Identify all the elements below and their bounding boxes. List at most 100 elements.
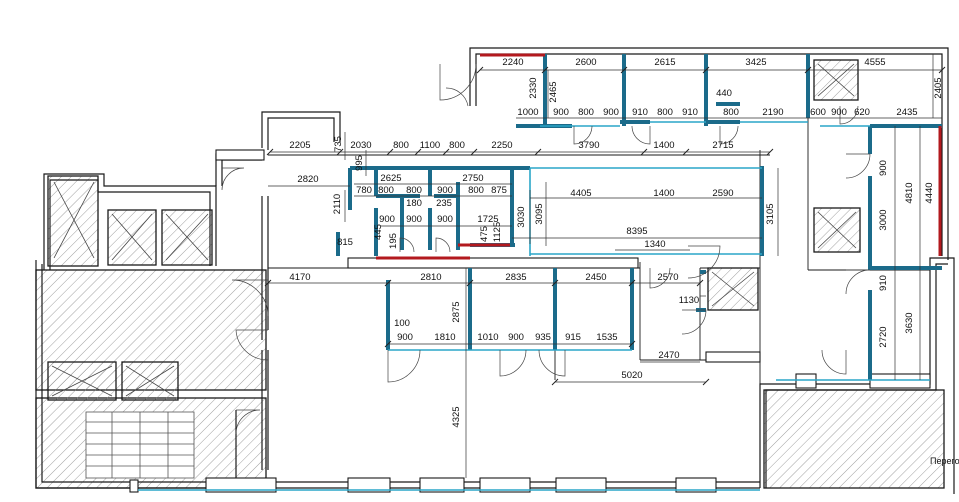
dimension-label: 900 <box>878 160 889 176</box>
dimension-label: 800 <box>378 185 394 196</box>
door-east-1 <box>845 153 871 179</box>
door-east-2 <box>845 269 871 295</box>
shaft-crosses <box>51 63 857 397</box>
dimension-label: 2205 <box>289 140 310 151</box>
dimension-label: 900 <box>437 185 453 196</box>
corner-note: Перего <box>930 456 959 466</box>
door-west-2 <box>235 329 269 361</box>
dimension-label: 4405 <box>570 188 591 199</box>
dimension-label: 3000 <box>878 209 889 230</box>
dimension-label: 2030 <box>350 140 371 151</box>
dimension-label: 1725 <box>477 214 498 225</box>
dimension-label: 1340 <box>644 239 665 250</box>
dimension-label: 2240 <box>502 57 523 68</box>
dimension-label: 2190 <box>762 107 783 118</box>
dimension-label: 900 <box>508 332 524 343</box>
dimension-label: 5020 <box>621 370 642 381</box>
door-top-left-2 <box>445 87 469 107</box>
dimension-label: 900 <box>379 214 395 225</box>
dimension-label: 2835 <box>505 272 526 283</box>
dimension-label: 3105 <box>765 203 776 224</box>
dimension-label: 3790 <box>578 140 599 151</box>
stair-treads <box>85 411 195 479</box>
dimension-label: 2600 <box>575 57 596 68</box>
dimension-label: 900 <box>437 214 453 225</box>
hatched-annex <box>763 389 945 489</box>
dimension-label: 2110 <box>332 194 343 214</box>
dimension-label: 3030 <box>516 206 527 227</box>
dimension-label: 2625 <box>380 173 401 184</box>
shaft-lower-right <box>121 361 179 401</box>
dimension-ticks <box>264 66 946 386</box>
door-room-3 <box>538 349 566 377</box>
door-office-1 <box>573 125 593 145</box>
dimension-label: 3095 <box>534 203 545 224</box>
dimension-label: 4440 <box>924 182 935 203</box>
red-walls <box>376 53 942 260</box>
dimension-label: 620 <box>854 107 870 118</box>
dimension-label: 800 <box>657 107 673 118</box>
dimension-label: 4170 <box>289 272 310 283</box>
dimension-label: 180 <box>406 198 422 209</box>
door-lobby <box>221 167 245 191</box>
dimension-label: 2590 <box>712 188 733 199</box>
dimension-label: 2715 <box>712 140 733 151</box>
dimension-label: 935 <box>535 332 551 343</box>
glass-lines <box>138 121 930 491</box>
dimension-label: 800 <box>723 107 739 118</box>
dimension-label: 2450 <box>585 272 606 283</box>
door-wc-1 <box>399 237 415 253</box>
dimension-label: 900 <box>603 107 619 118</box>
dimension-label: 2810 <box>420 272 441 283</box>
dimension-label: 780 <box>356 185 372 196</box>
dimension-label: 1810 <box>434 332 455 343</box>
dimension-label: 600 <box>810 107 826 118</box>
dimension-label: 2820 <box>297 174 318 185</box>
dimension-label: 800 <box>578 107 594 118</box>
dimension-label: 1400 <box>653 188 674 199</box>
door-wc-2 <box>435 237 451 253</box>
dimension-label: 4810 <box>904 182 915 203</box>
door-room-1 <box>387 349 421 383</box>
dimension-label: 100 <box>394 318 410 329</box>
dimension-label: 2330 <box>528 77 539 98</box>
dimension-label: 3425 <box>745 57 766 68</box>
dimension-label: 900 <box>406 214 422 225</box>
dimension-label: 4325 <box>451 406 462 427</box>
door-top-left <box>439 63 477 101</box>
dimension-label: 915 <box>565 332 581 343</box>
dimension-label: 910 <box>632 107 648 118</box>
dimension-label: 900 <box>831 107 847 118</box>
dimension-label: 440 <box>716 88 732 99</box>
door-office-4 <box>839 105 859 125</box>
door-office-3 <box>719 125 739 145</box>
dimension-label: 995 <box>354 155 365 171</box>
dimension-label: 2720 <box>878 326 889 347</box>
dimension-label: 235 <box>436 198 452 209</box>
dimension-label: 2570 <box>657 272 678 283</box>
dimension-label: 2405 <box>933 77 944 98</box>
dimension-label: 735 <box>333 136 344 152</box>
dimension-label: 910 <box>878 275 889 291</box>
dimension-label: 195 <box>388 233 399 249</box>
dimension-label: 875 <box>491 185 507 196</box>
wall-blocks <box>129 149 931 493</box>
door-east-3 <box>821 349 847 375</box>
door-center-3 <box>687 245 721 279</box>
dimension-label: 815 <box>337 237 353 248</box>
dimension-label: 2435 <box>896 107 917 118</box>
dimension-label: 2875 <box>451 301 462 322</box>
dimension-label: 1130 <box>679 295 699 306</box>
door-west-1 <box>231 279 269 317</box>
dimension-label: 1100 <box>420 140 440 151</box>
door-west-3 <box>235 409 261 435</box>
dimension-label: 800 <box>449 140 465 151</box>
dimension-label: 3630 <box>904 312 915 333</box>
dimension-label: 1000 <box>517 107 538 118</box>
dimension-label: 1125 <box>492 222 503 242</box>
dimension-label: 1535 <box>596 332 617 343</box>
dimension-label: 4555 <box>864 57 885 68</box>
dimension-label: 1400 <box>653 140 674 151</box>
